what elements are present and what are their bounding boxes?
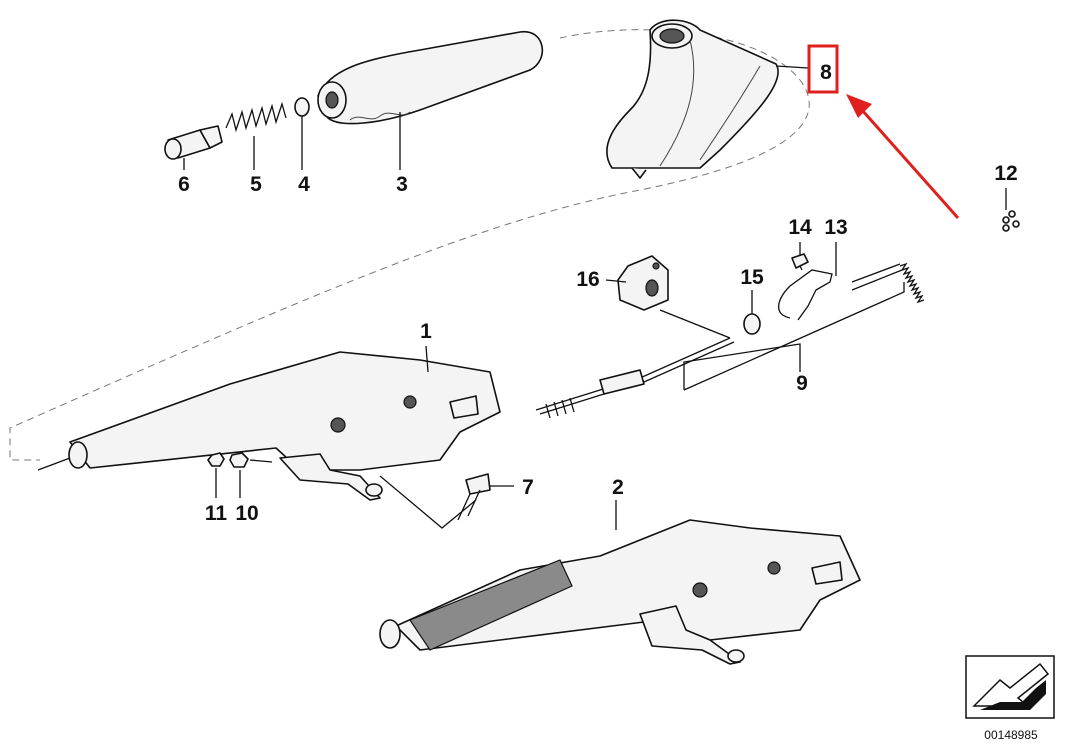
- part-cable-holder: [617, 255, 669, 311]
- label-part-12: 12: [994, 162, 1017, 185]
- label-part-14: 14: [788, 216, 812, 239]
- label-part-8: 8: [820, 61, 832, 84]
- part-spring-wire: [778, 269, 833, 321]
- part-nut-10: [229, 452, 249, 468]
- diagram-number: 00148985: [984, 728, 1038, 742]
- label-part-7: 7: [522, 476, 534, 499]
- label-part-9: 9: [796, 372, 808, 395]
- part-retainer: [1002, 210, 1020, 232]
- part-nut-11: [207, 452, 225, 467]
- part-washer: [294, 97, 310, 117]
- orientation-arrow-icon: [965, 655, 1055, 719]
- part-lever-assembly: [37, 351, 501, 501]
- label-part-16: 16: [576, 268, 599, 291]
- part-spring: [225, 101, 287, 133]
- part-handle-grip: [317, 31, 544, 125]
- label-part-15: 15: [740, 266, 764, 289]
- label-part-5: 5: [250, 173, 262, 196]
- label-part-1: 1: [420, 320, 432, 343]
- label-part-13: 13: [824, 216, 847, 239]
- part-bolt: [457, 473, 491, 521]
- highlight-box: [807, 44, 839, 94]
- part-grommet: [743, 313, 761, 335]
- highlight-arrow: [846, 94, 960, 219]
- part-push-button: [164, 125, 223, 160]
- label-part-10: 10: [235, 502, 258, 525]
- part-cable: [535, 262, 925, 419]
- part-boot: [606, 19, 779, 179]
- label-part-2: 2: [612, 476, 624, 499]
- part-clip: [791, 253, 809, 271]
- label-part-6: 6: [178, 173, 190, 196]
- label-part-4: 4: [298, 173, 310, 196]
- part-lever-with-grip: [379, 519, 861, 665]
- label-part-11: 11: [205, 502, 228, 525]
- label-part-3: 3: [396, 173, 408, 196]
- leader-lines: [183, 65, 1007, 530]
